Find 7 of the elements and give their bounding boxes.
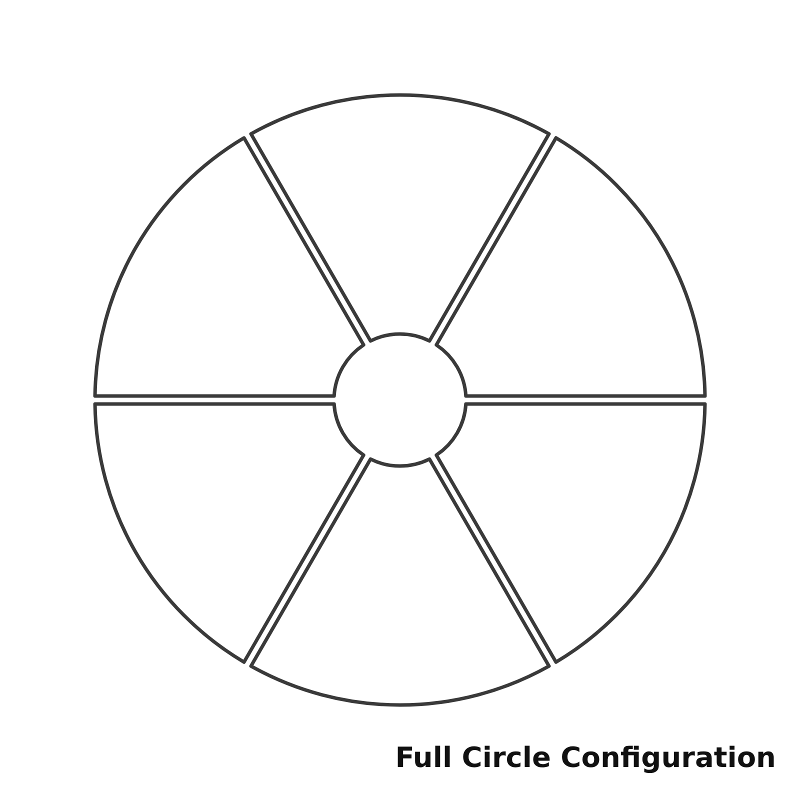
table-segment <box>434 402 707 664</box>
table-segment <box>249 457 551 707</box>
table-segment <box>249 93 551 343</box>
table-segment <box>93 136 366 398</box>
table-segment <box>93 402 366 664</box>
table-segment <box>434 136 707 398</box>
caption: Full Circle Configuration <box>395 741 776 774</box>
